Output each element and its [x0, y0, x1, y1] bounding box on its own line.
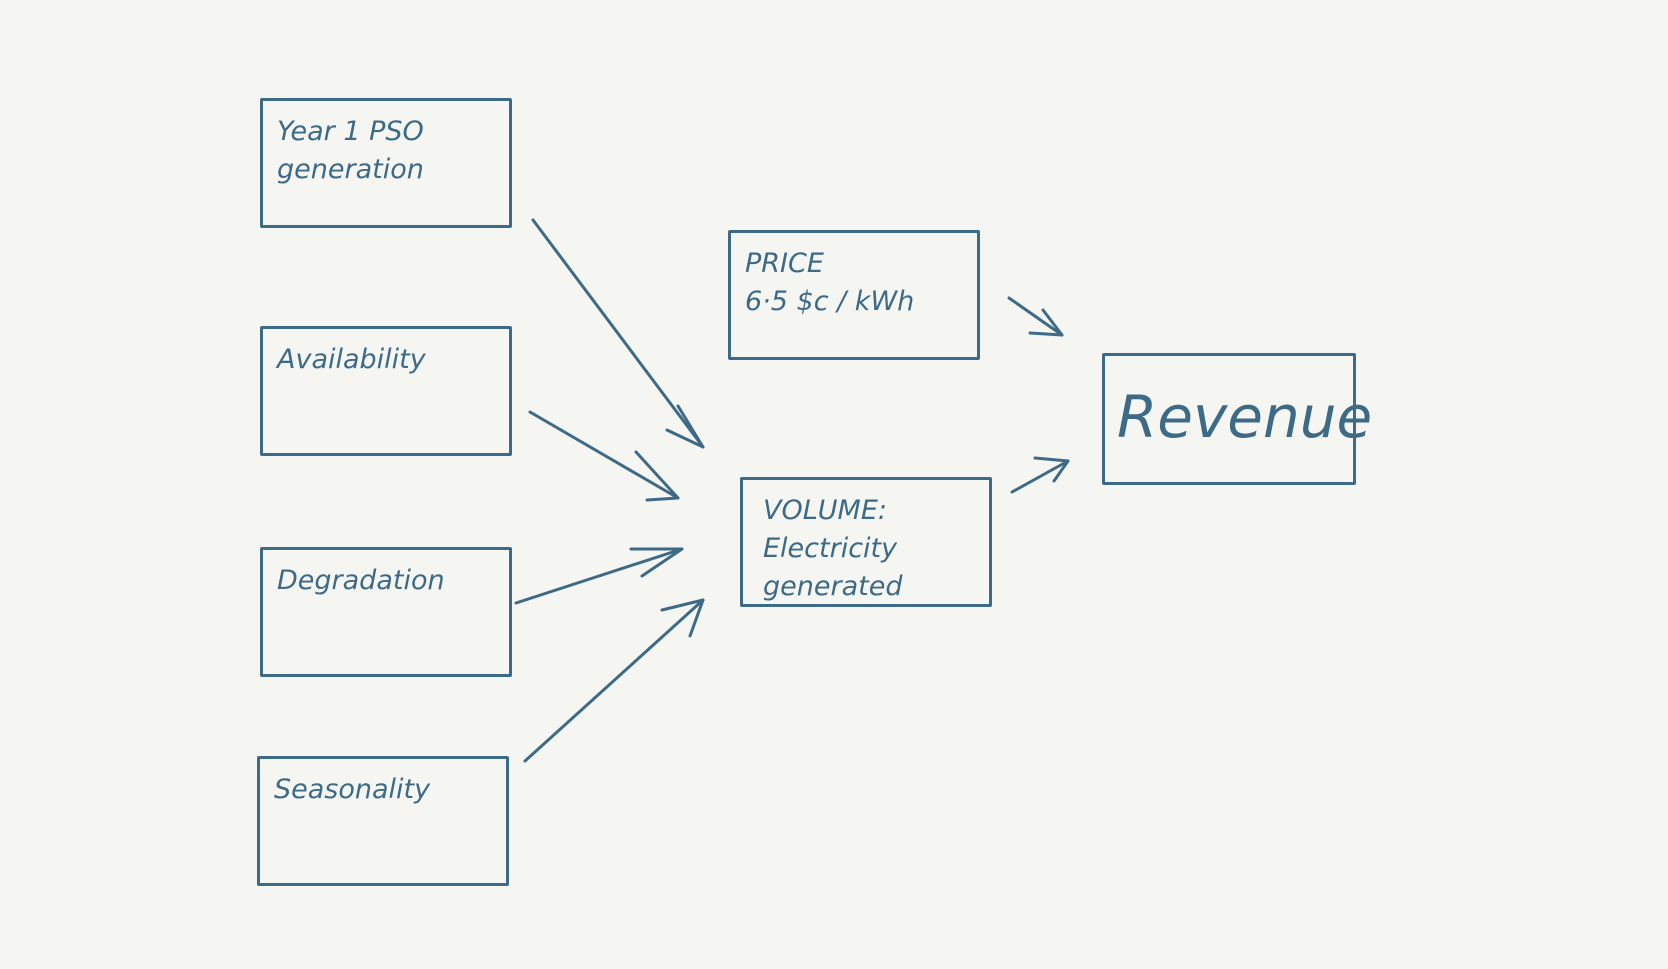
arrow-head	[665, 404, 705, 449]
arrow-head	[634, 450, 680, 502]
arrow-price-to-revenue	[1007, 296, 1064, 337]
box-label: VOLUME: Electricity generated	[763, 495, 903, 602]
box-year1-pso-generation: Year 1 PSO generation	[260, 98, 512, 228]
box-seasonality: Seasonality	[257, 756, 509, 886]
box-price: PRICE 6·5 $c / kWh	[728, 230, 980, 360]
arrow-availability-to-volume	[528, 410, 680, 502]
box-label: Year 1 PSO generation	[277, 116, 424, 185]
box-label: Degradation	[277, 565, 445, 596]
arrow-line	[1007, 296, 1064, 337]
arrow-seasonality-to-volume	[523, 598, 705, 763]
arrow-line	[514, 547, 684, 605]
arrow-head	[660, 598, 705, 638]
box-revenue: Revenue	[1102, 353, 1372, 485]
arrow-line	[523, 598, 705, 763]
box-label: Revenue	[1117, 383, 1373, 451]
box-availability: Availability	[260, 326, 512, 456]
arrow-head	[629, 547, 684, 578]
box-label: Seasonality	[274, 774, 431, 805]
arrow-line	[528, 410, 680, 500]
arrow-degradation-to-volume	[514, 547, 684, 605]
box-volume-electricity-generated: VOLUME: Electricity generated	[740, 477, 992, 607]
box-label: Availability	[277, 344, 426, 375]
arrow-head	[1033, 456, 1070, 483]
arrow-head	[1028, 308, 1064, 337]
arrow-line	[531, 218, 705, 449]
arrow-year1-to-volume	[531, 218, 705, 449]
arrow-line	[1010, 459, 1070, 494]
box-label: PRICE 6·5 $c / kWh	[745, 248, 915, 317]
box-degradation: Degradation	[260, 547, 512, 677]
arrow-volume-to-revenue	[1010, 456, 1070, 494]
